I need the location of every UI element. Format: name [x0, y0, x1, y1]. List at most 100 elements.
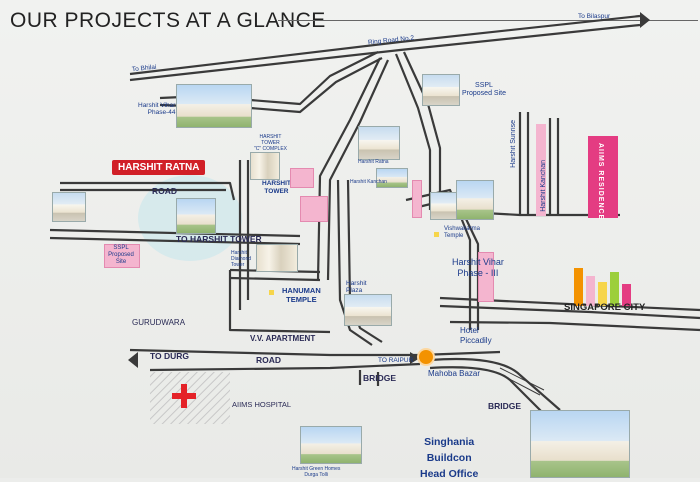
label-sspl-proposed-left: SSPL Proposed Site — [104, 245, 138, 266]
vishwakarma-marker — [434, 232, 439, 237]
photo-harshit-green-homes — [300, 426, 362, 464]
photo-harshit-kanchan — [376, 168, 408, 188]
singapore-city-graphic — [574, 266, 634, 306]
label-harshit-tower-c-line3: "C" COMPLEX — [254, 146, 288, 152]
label-road-bottom: ROAD — [256, 355, 282, 365]
road-center-d — [403, 51, 442, 210]
label-harshit-plaza-line2: Plaza — [346, 287, 363, 294]
map-title: OUR PROJECTS AT A GLANCE — [10, 9, 326, 32]
label-vihar-3-line2: Phase - III — [457, 268, 499, 278]
pink-marker-center — [300, 196, 328, 222]
label-harshit-vihar-3: Harshit Vihar Phase - III — [452, 257, 504, 279]
aiims-residence-box — [588, 136, 618, 218]
label-vishwakarma-line2: Temple — [444, 233, 464, 239]
label-aiims-residence: AIIMS RESIDENCE — [597, 143, 604, 221]
photo-vishwakarma — [430, 192, 458, 220]
label-gurudwara: GURUDWARA — [132, 318, 186, 327]
mahoba-bazar-marker — [419, 350, 433, 364]
label-road-top: ROAD — [152, 186, 178, 196]
photo-harshit-vihar-44 — [176, 84, 252, 128]
label-singapore-city: SINGAPORE CITY — [564, 302, 646, 313]
sspl-proposed-box-left — [104, 244, 140, 268]
label-vv-apartment: V.V. APARTMENT — [250, 334, 316, 343]
label-hotel-line1: Hotel — [460, 326, 479, 335]
label-aiims-hospital: AIIMS HOSPITAL — [232, 400, 292, 409]
photo-harshit-vihar-3 — [456, 180, 494, 220]
road-hanuman-b — [229, 276, 321, 282]
singapore-bar-orange — [574, 268, 583, 306]
label-vishwakarma-line1: Vishwakarma — [444, 226, 480, 232]
label-harshit-plaza-line1: Harshit — [346, 280, 367, 287]
label-vishwakarma: Vishwakarma Temple — [444, 226, 480, 240]
pink-marker-harshit-tower — [290, 168, 314, 188]
label-sspl-left-line3: Site — [115, 259, 127, 265]
ring-road-lower — [129, 23, 641, 82]
arrow-to-durg — [128, 352, 138, 368]
photo-left-site — [52, 192, 86, 222]
label-harshit-ratna-small: Harshit Ratna — [358, 159, 389, 165]
road-right-lower-a — [449, 320, 700, 332]
photo-singhania-head-office — [530, 410, 630, 478]
photo-harshit-ratna-main — [176, 198, 216, 234]
singapore-bar-yellow — [598, 282, 607, 306]
label-hanuman-line2: TEMPLE — [286, 295, 317, 304]
photo-sspl-site — [422, 74, 460, 106]
label-hotel-line2: Piccadily — [460, 336, 492, 345]
label-singhania-line1: Singhania — [424, 436, 475, 448]
label-green-homes-line2: Durga Tolli — [304, 472, 328, 478]
label-harshit-diamond-line2: Diamond — [231, 256, 252, 262]
label-harshit-tower: HARSHIT TOWER — [262, 180, 291, 196]
label-sspl-site: SSPL Proposed Site — [462, 82, 506, 98]
label-harshit-diamond: Harshit Diamond Tower — [231, 250, 251, 268]
label-sspl-left-line1: SSPL — [113, 245, 129, 251]
label-harshit-tower-c-line1: HARSHIT — [259, 134, 282, 140]
label-green-homes-line1: Harshit Green Homes — [292, 466, 341, 472]
label-hanuman-temple: HANUMAN TEMPLE — [282, 286, 321, 304]
ring-road-upper — [129, 14, 641, 76]
label-harshit-tower-c-line2: TOWER — [261, 140, 280, 146]
label-harshit-vihar-44-line1: Harshit Vihar — [138, 102, 176, 109]
road-to-harshit-tower-b — [49, 236, 301, 246]
singapore-bar-green — [610, 272, 619, 306]
label-singhania-head-office: Singhania Buildcon Head Office — [420, 434, 478, 482]
hanuman-temple-marker — [269, 290, 274, 295]
label-harshit-green-homes: Harshit Green Homes Durga Tolli — [292, 466, 340, 478]
road-harshit-ratna-a — [60, 181, 236, 201]
label-to-durg: TO DURG — [150, 351, 190, 361]
road-main-bottom-b — [149, 362, 421, 372]
road-bridge-curve-b — [429, 366, 549, 419]
road-bridge-curve — [429, 357, 561, 411]
label-hanuman-line1: HANUMAN — [282, 286, 321, 295]
label-harshit-tower-line2: TOWER — [264, 188, 289, 195]
label-sspl-site-line1: SSPL — [475, 82, 493, 89]
road-main-bottom-a — [129, 348, 501, 357]
photo-harshit-diamond — [256, 244, 298, 272]
label-sspl-left-line2: Proposed — [108, 252, 134, 258]
label-mahoba-bazar: Mahoba Bazar — [428, 369, 481, 378]
label-harshit-sunrise: Harshit Sunrise — [510, 120, 517, 168]
label-harshit-diamond-line1: Harshit — [231, 250, 247, 256]
label-hotel-piccadily: Hotel Piccadily — [460, 326, 492, 346]
photo-harshit-tower-c — [250, 152, 280, 180]
label-singhania-line3: Head Office — [420, 468, 479, 480]
road-center-b — [326, 59, 390, 281]
label-harshit-vihar-44-line2: Phase-44 — [147, 109, 176, 116]
label-bridge-1: BRIDGE — [363, 373, 397, 383]
arrow-to-bilaspur — [640, 12, 650, 28]
label-bridge-2: BRIDGE — [488, 401, 522, 411]
road-center-a — [316, 57, 381, 281]
aiims-pink-strip — [536, 124, 546, 216]
label-sspl-site-line2: Proposed Site — [462, 90, 506, 97]
pink-marker-vihar-3 — [478, 252, 494, 302]
road-to-harshit-tower-a — [49, 228, 301, 238]
label-to-harshit-tower: TO HARSHIT TOWER — [176, 234, 262, 244]
road-right-horizontal-b — [439, 304, 700, 320]
photo-harshit-ratna-small — [358, 126, 400, 160]
label-to-bilaspur: To Bilaspur — [578, 13, 611, 20]
label-to-raipur: TO RAIPUR — [378, 357, 414, 364]
label-harshit-tower-c: HARSHIT TOWER "C" COMPLEX — [254, 134, 287, 152]
label-harshit-tower-line1: HARSHIT — [262, 180, 291, 187]
pink-marker-vertical — [412, 180, 422, 218]
